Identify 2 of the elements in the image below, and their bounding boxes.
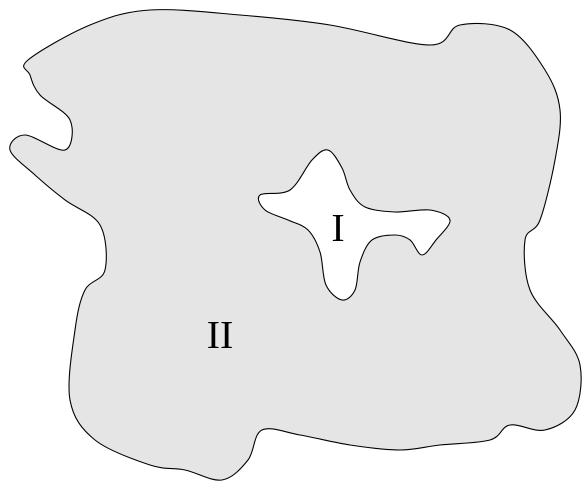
region-label: I — [332, 214, 344, 242]
region-label: II — [208, 322, 232, 348]
